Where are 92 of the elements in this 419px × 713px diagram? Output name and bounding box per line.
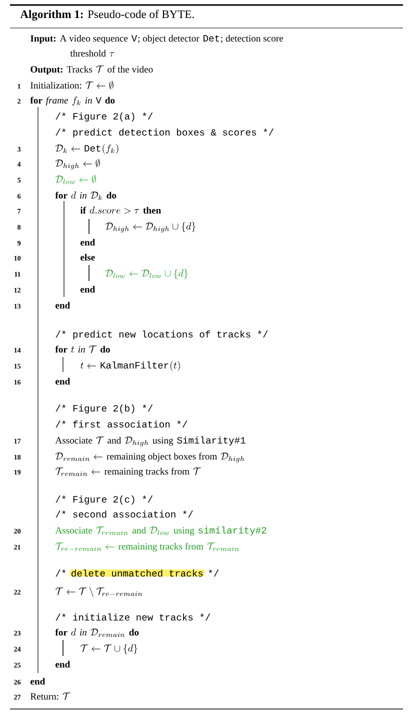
code-comment: /* first association */ — [56, 420, 188, 428]
formula: $\mathcal{T}$ — [96, 65, 104, 74]
keyword: Output: — [30, 66, 62, 75]
highlighted-comment: delete unmatched tracks — [70, 570, 204, 577]
formula: $\mathcal{D}_{remain}$ — [90, 628, 125, 638]
formula: $\mathcal{D}_k$ — [90, 192, 102, 200]
code-text: and — [108, 436, 122, 444]
code-text: in — [80, 192, 87, 198]
keyword: for — [55, 192, 68, 199]
code-comment: /* predict new locations of tracks */ — [56, 330, 268, 340]
formula: $\mathcal{D}_{high} \leftarrow \mathcal{D}_{high} \cup \{d\}$ — [105, 222, 196, 232]
formula: $\mathcal{T} \leftarrow \mathcal{T} \setminus \mathcal{T}_{re-remain}$ — [56, 586, 142, 597]
formula: $\mathcal{T}_{re-remain} \leftarrow$ — [56, 542, 114, 552]
code-comment: */ — [208, 570, 219, 577]
formula: $\mathcal{T}_{remain} \leftarrow$ — [56, 467, 100, 476]
formula: $\mathcal{T} \leftarrow \emptyset$ — [86, 80, 114, 90]
formula: $\tau$ — [110, 52, 114, 57]
formula: $\mathcal{D}_{low}$ — [150, 526, 170, 536]
formula: $\mathcal{T}_{remain}$ — [207, 542, 239, 552]
algorithm-title: Algorithm 1: Pseudo-code of BYTE. — [20, 10, 194, 21]
code-text: in — [80, 629, 87, 636]
code-text: threshold — [70, 50, 106, 57]
formula: $t$ — [71, 346, 74, 353]
formula: $\mathcal{T}$ — [193, 467, 202, 476]
keyword: for — [55, 628, 68, 636]
keyword: do — [129, 628, 139, 636]
code-comment: /* initialize new tracks */ — [56, 614, 210, 621]
formula: $\mathcal{T}$ — [62, 692, 71, 700]
code-text: Return: — [30, 693, 58, 700]
code-comment: similarity#2 — [198, 526, 266, 536]
code-text: and — [132, 526, 146, 534]
formula: $d$ — [71, 192, 76, 199]
formula: $t \leftarrow$ — [80, 362, 96, 369]
code-comment: /* — [56, 570, 66, 577]
keyword: for — [30, 96, 42, 104]
keyword: if — [80, 206, 86, 214]
keyword: then — [143, 206, 161, 214]
formula: $(f_k)$ — [102, 144, 118, 154]
formula: $\mathcal{D}_{high} \leftarrow \emptyset$ — [55, 158, 100, 170]
code-text: remaining tracks from — [118, 542, 204, 552]
keyword: end — [56, 378, 70, 385]
keyword: do — [106, 192, 116, 199]
code-comment: /* Figure 2(c) */ — [56, 496, 153, 504]
code-text: Associate — [55, 437, 92, 444]
formula: $\mathcal{T}$ — [96, 436, 104, 444]
code-text: frame — [46, 96, 68, 106]
code-comment: Det — [204, 35, 220, 42]
formula: $\mathcal{D}_{remain} \leftarrow$ — [55, 452, 103, 462]
keyword: end — [56, 302, 70, 309]
formula: $\mathcal{D}_{low} \leftarrow \emptyset$ — [55, 174, 96, 184]
keyword: end — [56, 660, 70, 668]
code-text: remaining object boxes from — [106, 452, 217, 462]
code-comment: V — [96, 97, 102, 104]
keyword: else — [80, 254, 95, 261]
formula: $\mathcal{T}$ — [89, 345, 98, 354]
code-text: Associate — [55, 527, 92, 534]
code-comment: Similarity#1 — [177, 436, 246, 446]
formula: $d.score > \tau$ — [90, 206, 140, 214]
formula: $\mathcal{T}_{remain}$ — [96, 526, 128, 536]
keyword: end — [80, 286, 96, 293]
keyword: end — [30, 678, 46, 685]
code-comment: /* predict detection boxes & scores */ — [56, 128, 274, 138]
keyword: for — [55, 346, 68, 353]
code-text: using — [174, 527, 194, 536]
code-text: in — [85, 97, 92, 104]
keyword: end — [80, 238, 96, 246]
code-comment: V — [131, 35, 138, 42]
formula: $\mathcal{D}_{high}$ — [124, 436, 148, 446]
code-text: using — [152, 437, 174, 446]
keyword: do — [100, 346, 110, 353]
code-text: of the video — [108, 66, 153, 73]
code-text: Initialization: — [30, 82, 82, 89]
code-text: Tracks — [66, 66, 92, 73]
code-text: in — [78, 346, 85, 352]
code-text: A video sequence — [60, 34, 128, 44]
code-text: ; object detector — [138, 34, 200, 44]
code-comment: Det — [84, 145, 100, 152]
formula: $(t)$ — [170, 360, 180, 371]
formula: $d$ — [71, 628, 76, 636]
code-comment: /* Figure 2(a) */ — [56, 112, 153, 122]
keyword: do — [105, 96, 115, 104]
formula: $f_k$ — [72, 96, 81, 106]
code-text: remaining tracks from — [104, 468, 190, 477]
formula: $\mathcal{D}_k \leftarrow$ — [55, 144, 80, 154]
code-text: ; detection score — [220, 34, 284, 43]
formula: $\mathcal{D}_{low} \leftarrow \mathcal{D}_{low} \cup \{d\}$ — [105, 268, 188, 279]
code-comment: KalmanFilter — [100, 362, 168, 369]
formula: $\mathcal{D}_{high}$ — [220, 452, 244, 462]
code-comment: /* second association */ — [56, 510, 193, 518]
formula: $\mathcal{T} \leftarrow \mathcal{T} \cup \{d\}$ — [80, 644, 138, 654]
keyword: Input: — [30, 35, 56, 44]
code-comment: /* Figure 2(b) */ — [56, 404, 153, 414]
